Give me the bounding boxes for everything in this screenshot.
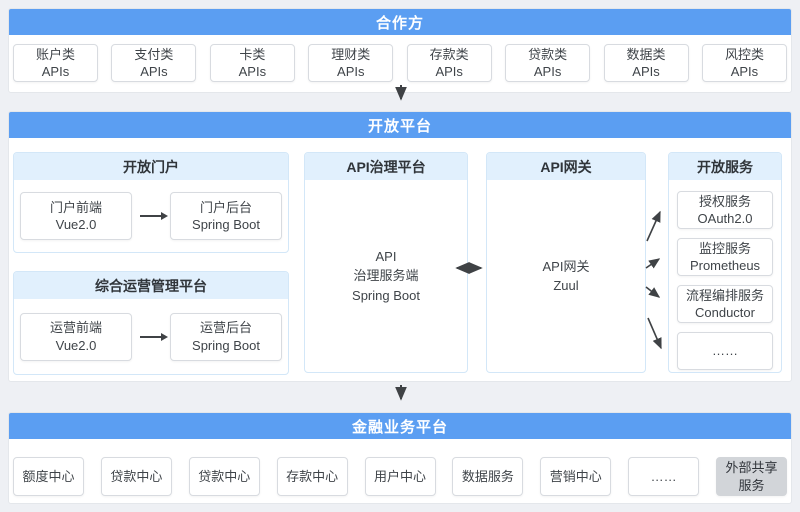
partner-api-sublabel: APIs [140, 64, 168, 79]
open-platform-section: 开放平台 开放门户 门户前端 Vue2.0 门户后台 Spring Boot 综… [8, 111, 792, 382]
api-gateway-body-line: Zuul [553, 278, 579, 293]
partners-api-row: 账户类 APIs 支付类 APIs 卡类 APIs 理财类 APIs 存款类 A… [9, 35, 791, 82]
api-governance-body-line: 治理服务端 [353, 268, 419, 284]
portal-frontend-box: 门户前端 Vue2.0 [20, 192, 132, 240]
partner-api-label: 风控类 [724, 46, 764, 62]
partner-api-label: 支付类 [134, 46, 174, 62]
partner-api-sublabel: APIs [533, 64, 562, 79]
financial-center-label: 营销中心 [549, 468, 602, 484]
open-service-label: …… [712, 343, 738, 359]
api-gateway-body-line: API网关 [542, 258, 590, 274]
partner-api-label: 贷款类 [528, 46, 568, 62]
financial-platform-section: 金融业务平台 额度中心 贷款中心 贷款中心 存款中心 用户中心 数据服务 营销中… [8, 412, 792, 504]
financial-center-label: 存款中心 [286, 468, 339, 484]
open-platform-body: 开放门户 门户前端 Vue2.0 门户后台 Spring Boot 综合运营管理… [9, 138, 791, 382]
open-services-header: 开放服务 [669, 153, 781, 180]
partner-api-box: 贷款类 APIs [505, 44, 591, 82]
portal-backend-tech: Spring Boot [192, 217, 260, 232]
open-service-label: 授权服务 [698, 193, 751, 209]
open-service-box: 授权服务 OAuth2.0 [677, 191, 773, 229]
operations-frontend-tech: Vue2.0 [55, 337, 97, 353]
partner-api-label: 账户类 [35, 46, 75, 62]
open-service-box: 监控服务 Prometheus [677, 238, 773, 276]
financial-center-box: …… [628, 457, 700, 496]
financial-center-label: …… [650, 468, 677, 484]
open-service-tech: Conductor [695, 305, 755, 320]
api-governance-body: API 治理服务端 Spring Boot [305, 180, 467, 372]
operations-frontend-box: 运营前端 Vue2.0 [20, 312, 132, 361]
financial-platform-header: 金融业务平台 [9, 413, 791, 439]
financial-center-label: 数据服务 [461, 468, 514, 484]
partner-api-sublabel: APIs [41, 64, 70, 79]
financial-center-sublabel: 服务 [738, 477, 765, 493]
api-governance-card: API治理平台 API 治理服务端 Spring Boot [304, 152, 468, 373]
operations-card-header: 综合运营管理平台 [14, 272, 288, 299]
arrow-right-icon [140, 212, 168, 220]
partner-api-box: 数据类 APIs [603, 44, 689, 82]
operations-backend-box: 运营后台 Spring Boot [170, 312, 282, 361]
arrow-right-icon [140, 332, 168, 341]
open-service-label: 流程编排服务 [685, 287, 764, 303]
partner-api-box: 卡类 APIs [209, 44, 295, 82]
portal-card-header: 开放门户 [14, 153, 288, 180]
open-service-box: 流程编排服务 Conductor [677, 285, 773, 323]
financial-center-box: 贷款中心 [100, 457, 172, 496]
partner-api-sublabel: APIs [730, 64, 759, 79]
api-gateway-body: API网关 Zuul [487, 180, 645, 372]
open-service-label: 监控服务 [698, 240, 751, 256]
open-service-box: …… [677, 332, 773, 370]
open-platform-header: 开放平台 [9, 112, 791, 138]
partner-api-label: 数据类 [626, 46, 666, 62]
partner-api-sublabel: APIs [337, 64, 365, 79]
partner-api-box: 支付类 APIs [111, 44, 197, 82]
partners-header: 合作方 [9, 9, 791, 35]
api-gateway-card: API网关 API网关 Zuul [486, 152, 646, 373]
api-governance-header: API治理平台 [305, 153, 467, 180]
financial-center-box: 数据服务 [452, 457, 524, 496]
financial-center-box: 营销中心 [540, 457, 612, 496]
partner-api-sublabel: APIs [632, 64, 660, 79]
partner-api-box: 存款类 APIs [406, 44, 492, 82]
financial-center-box: 外部共享 服务 [716, 457, 787, 496]
partner-api-sublabel: APIs [238, 64, 267, 79]
open-services-card: 开放服务 授权服务 OAuth2.0 监控服务 Prometheus 流程编排服… [668, 152, 782, 373]
operations-frontend-label: 运营前端 [49, 320, 102, 336]
partner-api-label: 理财类 [331, 46, 371, 62]
partner-api-label: 存款类 [429, 46, 469, 62]
financial-centers-row: 额度中心 贷款中心 贷款中心 存款中心 用户中心 数据服务 营销中心 …… 外部… [9, 439, 791, 496]
partner-api-box: 账户类 APIs [13, 44, 98, 82]
partner-api-label: 卡类 [239, 46, 266, 62]
operations-card: 综合运营管理平台 运营前端 Vue2.0 运营后台 Spring Boot [13, 271, 289, 375]
partner-api-box: 理财类 APIs [308, 44, 394, 82]
operations-card-body: 运营前端 Vue2.0 运营后台 Spring Boot [14, 299, 288, 374]
portal-card-body: 门户前端 Vue2.0 门户后台 Spring Boot [14, 180, 288, 252]
open-service-tech: Prometheus [689, 258, 761, 273]
partner-api-sublabel: APIs [435, 64, 463, 79]
api-governance-body-line: API [375, 248, 397, 264]
portal-frontend-label: 门户前端 [49, 199, 102, 215]
open-services-list: 授权服务 OAuth2.0 监控服务 Prometheus 流程编排服务 Con… [669, 180, 781, 370]
portal-backend-label: 门户后台 [199, 199, 252, 215]
portal-card: 开放门户 门户前端 Vue2.0 门户后台 Spring Boot [13, 152, 289, 253]
financial-center-label: 用户中心 [373, 468, 426, 484]
financial-center-label: 贷款中心 [198, 468, 251, 484]
financial-center-box: 用户中心 [364, 457, 436, 496]
financial-center-label: 额度中心 [22, 468, 75, 484]
financial-center-label: 贷款中心 [110, 468, 163, 484]
financial-center-label: 外部共享 [725, 460, 778, 476]
operations-backend-label: 运营后台 [199, 320, 252, 336]
financial-center-box: 贷款中心 [188, 457, 260, 496]
portal-frontend-tech: Vue2.0 [55, 217, 97, 232]
open-service-tech: OAuth2.0 [697, 211, 753, 226]
partner-api-box: 风控类 APIs [701, 44, 787, 82]
api-gateway-header: API网关 [487, 153, 645, 180]
partners-section: 合作方 账户类 APIs 支付类 APIs 卡类 APIs 理财类 APIs 存… [8, 8, 792, 93]
financial-center-box: 额度中心 [13, 457, 84, 496]
operations-backend-tech: Spring Boot [192, 337, 260, 353]
portal-backend-box: 门户后台 Spring Boot [170, 192, 282, 240]
api-governance-body-line: Spring Boot [352, 287, 420, 303]
financial-center-box: 存款中心 [276, 457, 348, 496]
